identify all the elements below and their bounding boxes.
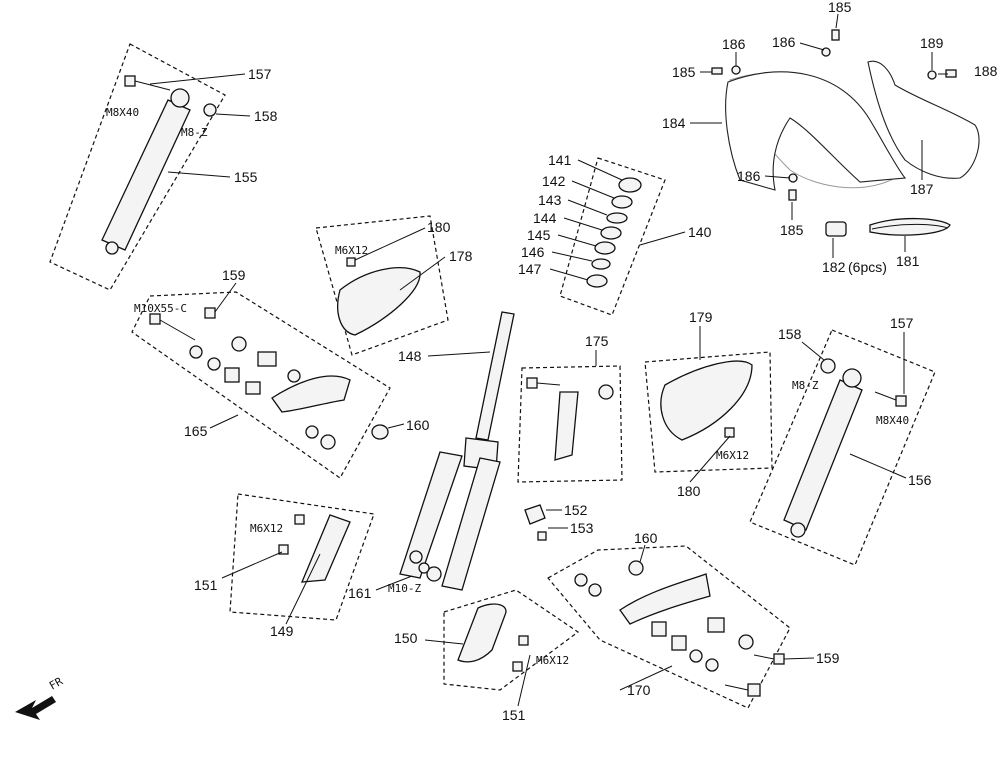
clamp-group: [524, 504, 568, 541]
callout-184: 184: [662, 115, 686, 131]
link-arm-group: [517, 350, 623, 483]
spec-label: M6X12: [536, 654, 569, 667]
callout-144: 144: [533, 210, 557, 226]
screw-icon: [278, 514, 305, 555]
nut-icon: [371, 423, 405, 440]
front-fork: [375, 311, 515, 591]
screw-icon: [346, 257, 356, 267]
callout-157: 157: [248, 66, 272, 82]
callout-150: 150: [394, 630, 418, 646]
left-shock-absorber: [101, 88, 191, 255]
spec-label: M6X12: [716, 449, 749, 462]
callout-182: 182: [822, 259, 846, 275]
steering-bearing-group: [549, 157, 686, 316]
callout-labels: 185 186 186 185 184 189 188 187 186 185 …: [184, 0, 998, 723]
callout-180: 180: [427, 219, 451, 235]
callout-170: 170: [627, 682, 651, 698]
callout-180: 180: [677, 483, 701, 499]
callout-149: 149: [270, 623, 294, 639]
callout-178: 178: [449, 248, 473, 264]
callout-185: 185: [780, 222, 804, 238]
callout-143: 143: [538, 192, 562, 208]
bolt-icon: [124, 75, 171, 91]
callout-160: 160: [634, 530, 658, 546]
screw-icon: [711, 29, 957, 201]
left-guard-group: [221, 493, 375, 625]
spec-label: M8X40: [106, 106, 139, 119]
side-cover-part: [660, 360, 753, 441]
left-linkage-parts: [149, 307, 351, 450]
bearing-stack: [586, 177, 642, 288]
callout-155: 155: [234, 169, 258, 185]
clip-icon: [825, 221, 847, 237]
callout-188: 188: [974, 63, 998, 79]
callout-182-note: (6pcs): [848, 259, 887, 275]
left-guard-part: [300, 514, 351, 583]
bolt-icon: [874, 391, 907, 407]
callout-181: 181: [896, 253, 920, 269]
spec-label: M8-Z: [181, 126, 208, 139]
callout-147: 147: [518, 261, 542, 277]
callout-175: 175: [585, 333, 609, 349]
callout-186: 186: [772, 34, 796, 50]
arrow-front-icon: [15, 696, 56, 720]
callout-157: 157: [890, 315, 914, 331]
screw-icon: [724, 427, 735, 438]
nut-icon: [820, 358, 836, 374]
callout-151: 151: [502, 707, 526, 723]
front-cover-part: [337, 267, 421, 336]
callout-141: 141: [548, 152, 572, 168]
spec-label: M6X12: [250, 522, 283, 535]
link-arm-part: [526, 377, 614, 461]
spec-labels: M8X40 M8-Z M6X12 M10X55-C M8-Z M8X40 M6X…: [47, 106, 909, 693]
right-linkage-parts: [574, 560, 785, 697]
spec-label: M10-Z: [388, 582, 421, 595]
right-guard-part: [457, 603, 507, 663]
screw-icon: [512, 635, 529, 672]
callout-187: 187: [910, 181, 934, 197]
callout-189: 189: [920, 35, 944, 51]
spec-label: M8X40: [876, 414, 909, 427]
callout-165: 165: [184, 423, 208, 439]
right-shock-absorber: [783, 368, 863, 538]
left-shock-group: [49, 43, 251, 291]
callout-185: 185: [828, 0, 852, 15]
callout-152: 152: [564, 502, 588, 518]
callout-146: 146: [521, 244, 545, 260]
callout-179: 179: [689, 309, 713, 325]
callout-156: 156: [908, 472, 932, 488]
right-linkage-group: [547, 544, 815, 709]
callout-159: 159: [816, 650, 840, 666]
callout-185: 185: [672, 64, 696, 80]
seal-strip-icon: [869, 217, 951, 236]
callout-145: 145: [527, 227, 551, 243]
callout-140: 140: [688, 224, 712, 240]
left-linkage-group: [131, 282, 391, 479]
callout-148: 148: [398, 348, 422, 364]
callout-153: 153: [570, 520, 594, 536]
callout-161: 161: [348, 585, 372, 601]
side-cover-group: [644, 326, 773, 483]
callout-158: 158: [778, 326, 802, 342]
spec-label: M6X12: [335, 244, 368, 257]
direction-label: FR: [47, 675, 65, 693]
spec-label: M8-Z: [792, 379, 819, 392]
callout-142: 142: [542, 173, 566, 189]
right-guard-group: [424, 589, 580, 707]
front-fender-assembly: [690, 13, 980, 258]
callout-151: 151: [194, 577, 218, 593]
front-cover-group: [315, 215, 449, 356]
right-shock-group: [749, 329, 936, 566]
callout-186: 186: [737, 168, 761, 184]
callout-186: 186: [722, 36, 746, 52]
callout-160: 160: [406, 417, 430, 433]
callout-158: 158: [254, 108, 278, 124]
nut-icon: [203, 103, 217, 117]
spec-label: M10X55-C: [134, 302, 187, 315]
callout-159: 159: [222, 267, 246, 283]
